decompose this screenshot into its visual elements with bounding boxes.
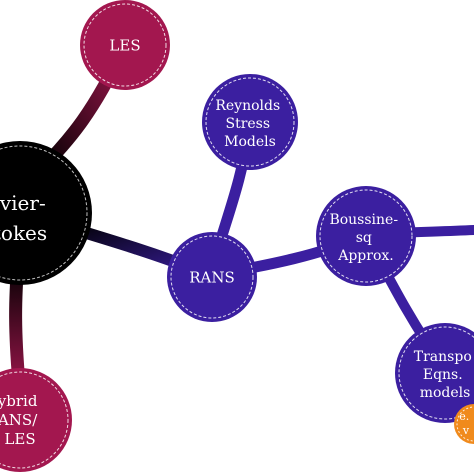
node-reynolds-stress: Reynolds Stress Models (202, 74, 298, 170)
node-orange: e. v (454, 404, 474, 444)
node-orange-dashed-ring (456, 406, 474, 442)
node-les-label: LES (109, 36, 140, 54)
node-rans-circle (167, 232, 257, 322)
node-transport-circle (395, 323, 474, 423)
node-navier-stokes-circle (0, 141, 92, 285)
node-transport-label: Transpo Eqns. models (414, 349, 474, 401)
node-boussinesq-circle (316, 186, 416, 286)
node-rans-dashed-ring (170, 235, 254, 319)
node-boussinesq: Boussine- sq Approx. (316, 186, 416, 286)
node-reynolds-stress-label: Reynolds Stress Models (215, 98, 284, 150)
node-reynolds-stress-dashed-ring (205, 77, 295, 167)
node-hybrid-label: ybrid ANS/ LES (0, 392, 42, 448)
node-les: LES (80, 0, 170, 90)
node-orange-label: e. v (459, 410, 473, 437)
node-navier-stokes-dashed-ring (0, 145, 88, 281)
node-boussinesq-label: Boussine- sq Approx. (329, 212, 402, 264)
node-les-circle (80, 0, 170, 90)
node-les-dashed-ring (83, 3, 167, 87)
node-hybrid-circle (0, 368, 72, 472)
node-navier-stokes-label: avier- tokes (0, 191, 52, 245)
node-transport: Transpo Eqns. models (395, 323, 474, 423)
node-rans-label: RANS (189, 268, 235, 286)
node-hybrid-dashed-ring (0, 371, 69, 469)
node-reynolds-stress-circle (202, 74, 298, 170)
node-hybrid: ybrid ANS/ LES (0, 368, 72, 472)
node-navier-stokes: avier- tokes (0, 141, 92, 285)
node-rans: RANS (167, 232, 257, 322)
node-orange-circle (454, 404, 474, 444)
node-transport-dashed-ring (398, 326, 474, 420)
node-boussinesq-dashed-ring (319, 189, 413, 283)
